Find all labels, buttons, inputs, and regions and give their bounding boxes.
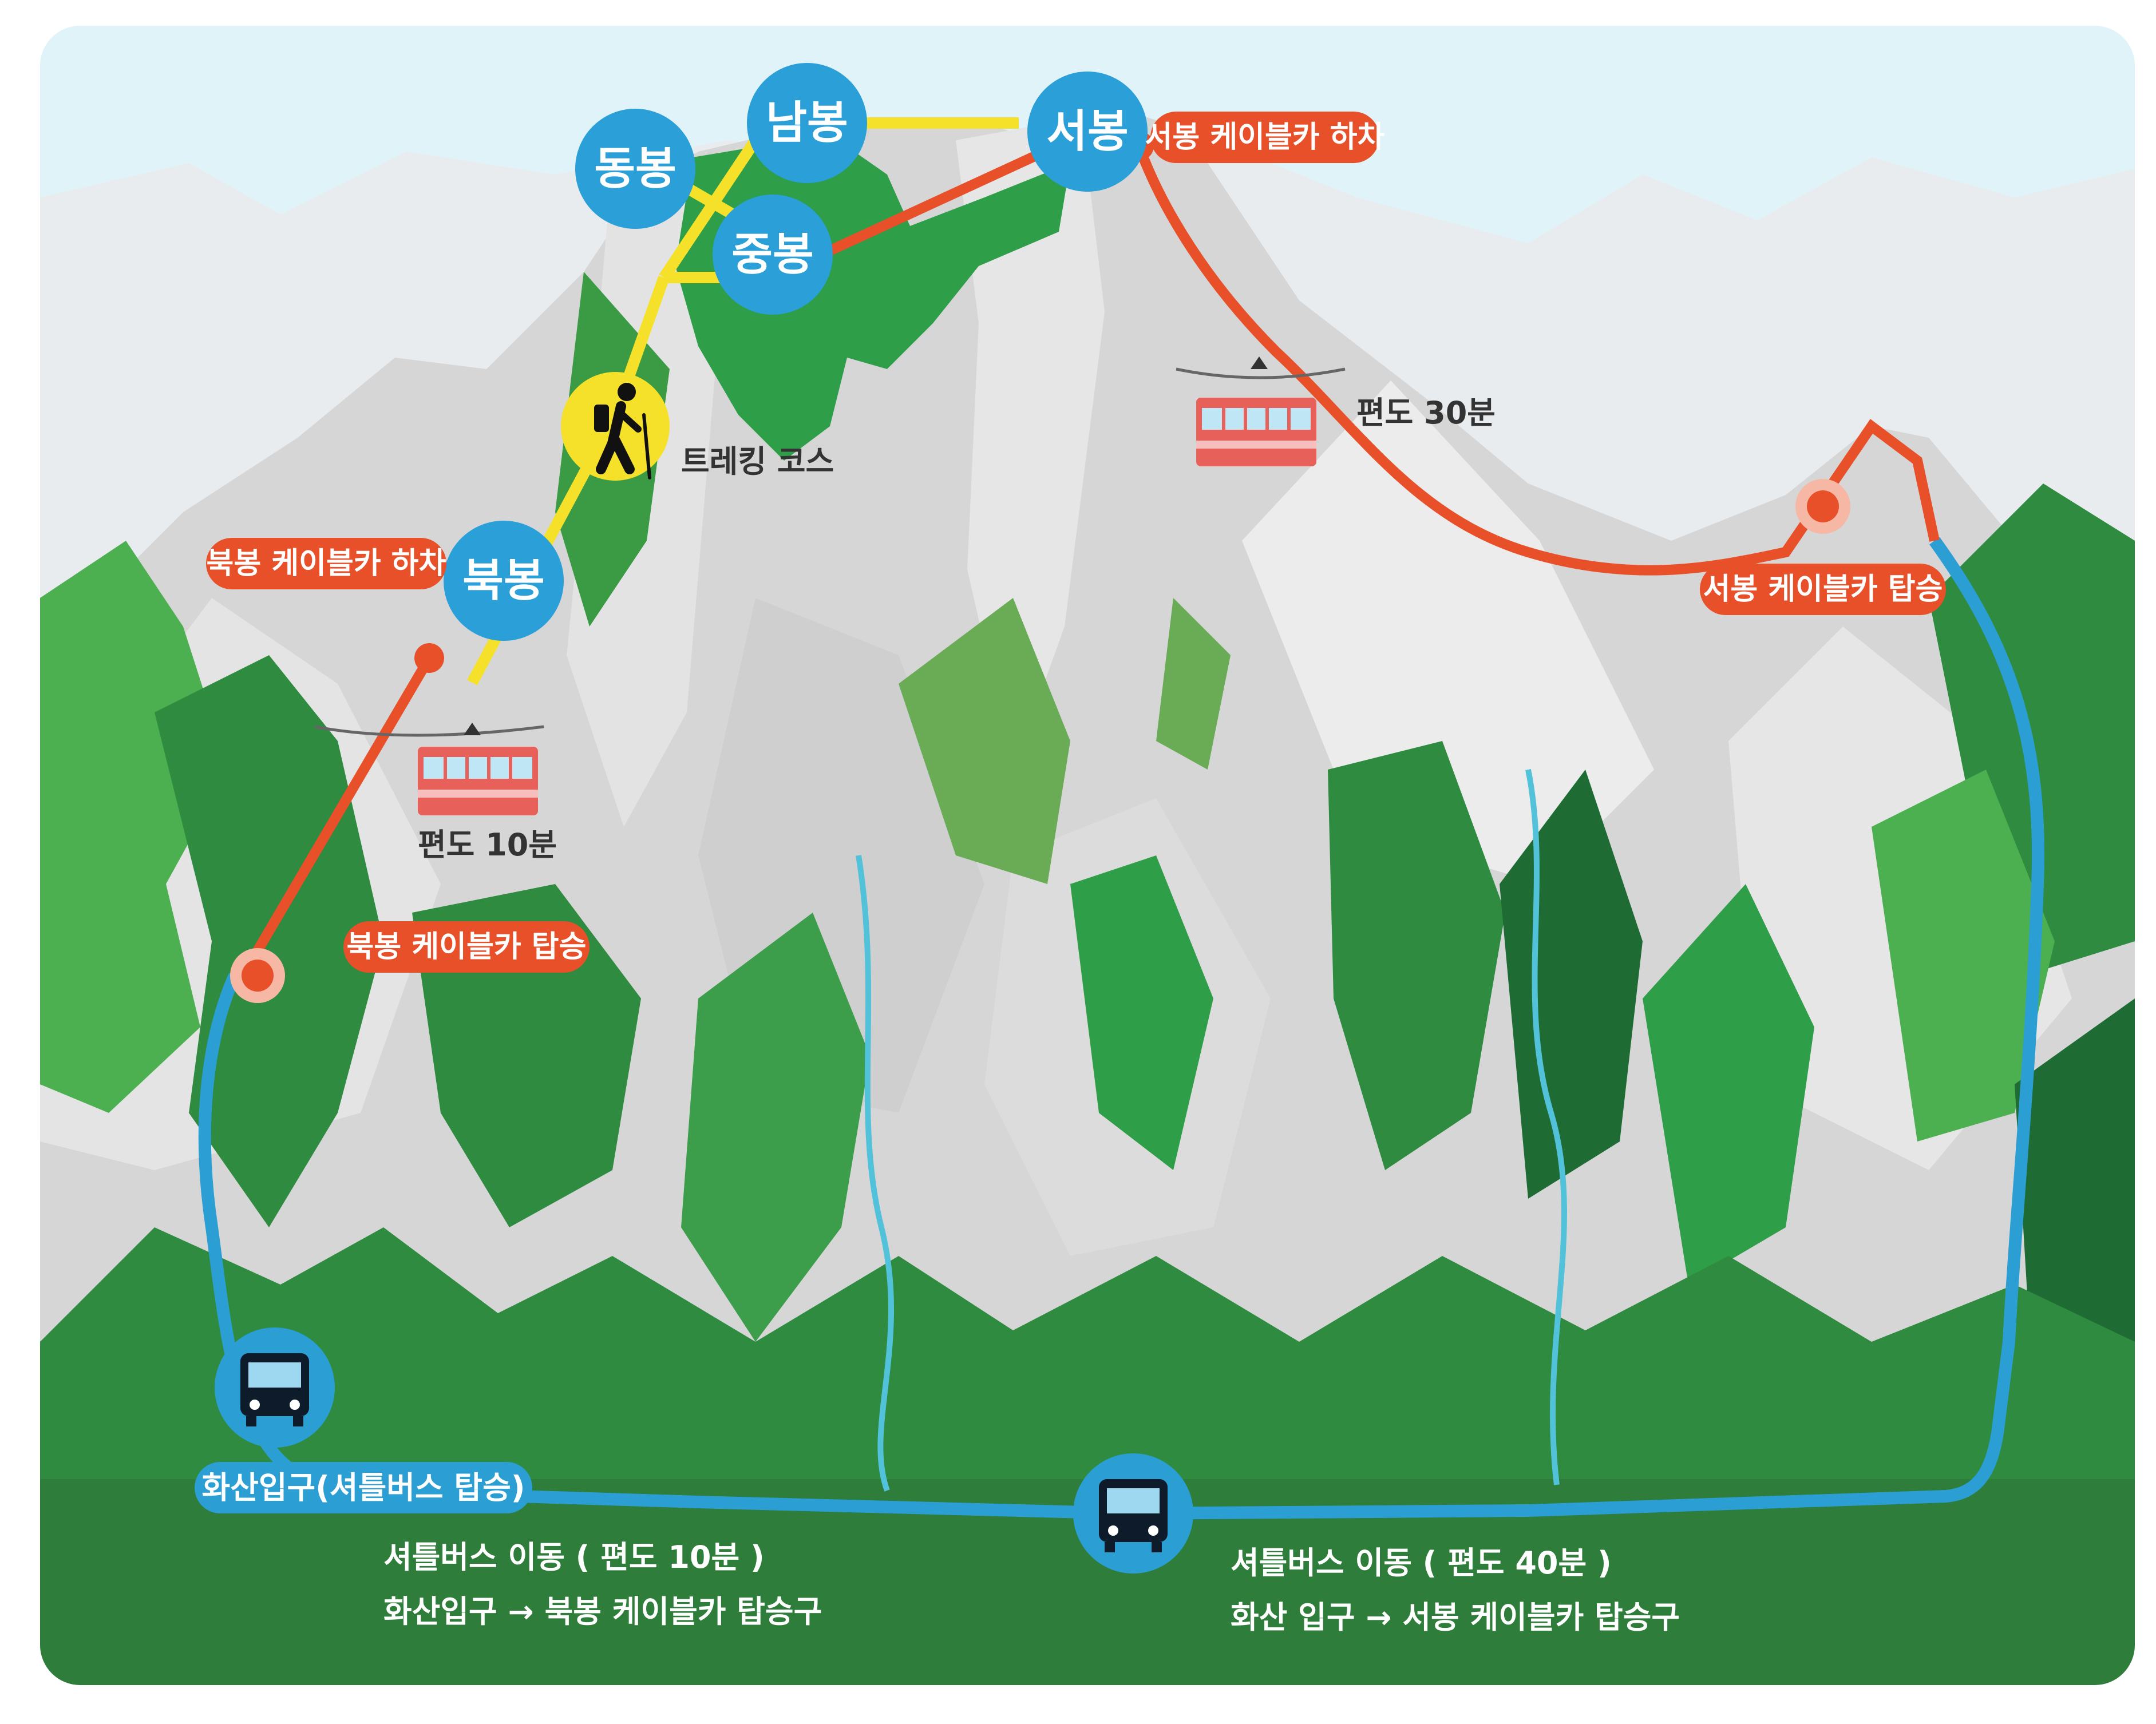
route-lines [198, 117, 2045, 1520]
peak-east[interactable]: 동봉 [575, 109, 695, 229]
peak-north-label: 북봉 [462, 555, 545, 607]
shuttle-bus-route [198, 537, 2045, 1520]
west-cable-bottom-station [1795, 479, 1850, 534]
shuttle-note-north-line2: 화산입구 → 북봉 케이블카 탑승구 [383, 1594, 822, 1630]
north-cable-board-label: 북봉 케이블카 탑승 [347, 930, 587, 964]
peak-south-label: 남봉 [766, 97, 848, 149]
peak-middle-label: 중봉 [731, 229, 814, 280]
hiker-marker[interactable] [561, 372, 670, 481]
huashan-entrance-label: 화산입구(셔틀버스 탑승) [202, 1470, 525, 1506]
cable-car-west [1176, 356, 1346, 466]
huashan-entrance-badge[interactable]: 화산입구(셔틀버스 탑승) [195, 1462, 532, 1513]
map-canvas: 동봉 남봉 중봉 서봉 북봉 트레킹 코스 [40, 26, 2135, 1685]
west-cable-time-label: 편도 30분 [1356, 395, 1496, 431]
cable-car-icon [418, 747, 538, 815]
north-cable-board-badge[interactable]: 북봉 케이블카 탑승 [343, 921, 590, 973]
shuttle-note-west: 셔틀버스 이동 ( 편도 40분 ) 화산 입구 → 서봉 케이블카 탑승구 [1231, 1545, 1680, 1635]
peak-middle[interactable]: 중봉 [713, 195, 833, 315]
north-cable-time-label: 편도 10분 [418, 827, 557, 863]
west-cable-board-label: 서봉 케이블카 탑승 [1703, 572, 1943, 607]
bus-stop-middle[interactable] [1073, 1453, 1193, 1574]
north-cable-car-route [250, 655, 434, 958]
bus-icon [1099, 1479, 1168, 1552]
cable-car-north [314, 723, 544, 815]
north-cable-bottom-station [230, 948, 285, 1003]
west-cable-board-badge[interactable]: 서봉 케이블카 탑승 [1700, 564, 1946, 615]
north-cable-top-station [414, 643, 444, 673]
peak-south[interactable]: 남봉 [747, 63, 867, 183]
west-cable-alight-label: 서봉 케이블카 하차 [1145, 120, 1385, 154]
shuttle-note-west-line1: 셔틀버스 이동 ( 편도 40분 ) [1231, 1545, 1612, 1581]
bus-icon [240, 1353, 309, 1426]
hiker-icon [594, 383, 651, 479]
huashan-route-map: 동봉 남봉 중봉 서봉 북봉 트레킹 코스 [40, 26, 2135, 1685]
west-cable-alight-badge[interactable]: 서봉 케이블카 하차 [1145, 112, 1385, 163]
peak-west-label: 서봉 [1046, 106, 1129, 157]
peak-east-label: 동봉 [594, 143, 677, 195]
cable-car-icon [1196, 398, 1316, 466]
trekking-course-label: 트레킹 코스 [681, 443, 834, 479]
shuttle-note-north: 셔틀버스 이동 ( 편도 10분 ) 화산입구 → 북봉 케이블카 탑승구 [383, 1539, 822, 1630]
west-cable-car-route [1134, 144, 1940, 576]
summit-connector-route [782, 129, 1084, 277]
north-cable-alight-badge[interactable]: 북봉 케이블카 하차 [206, 538, 446, 589]
bus-stop-entrance[interactable] [215, 1327, 335, 1448]
peak-west[interactable]: 서봉 [1027, 72, 1148, 192]
north-cable-alight-label: 북봉 케이블카 하차 [207, 546, 446, 581]
peak-north[interactable]: 북봉 [444, 521, 564, 641]
shuttle-note-west-line2: 화산 입구 → 서봉 케이블카 탑승구 [1231, 1599, 1680, 1635]
shuttle-note-north-line1: 셔틀버스 이동 ( 편도 10분 ) [383, 1539, 765, 1575]
